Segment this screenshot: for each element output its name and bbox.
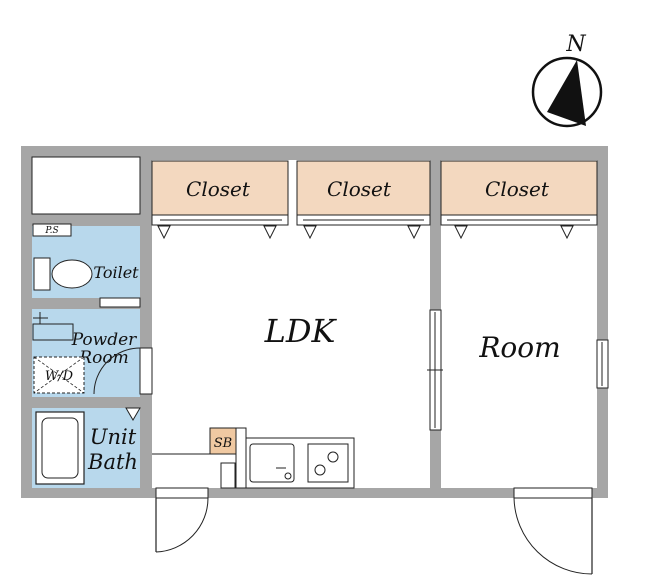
compass-needle-icon [547, 60, 586, 126]
washer-dryer-label: W/D [45, 369, 74, 384]
closet-door-markers [157, 225, 574, 240]
room-label: Room [478, 331, 560, 364]
pipe-space-label: P.S [44, 226, 58, 236]
bathtub-icon [35, 411, 85, 485]
closet-1 [151, 160, 289, 216]
toilet-icon [33, 257, 93, 291]
unit-bath-label-2: Bath [87, 450, 138, 474]
bath-vent-marker [125, 407, 141, 421]
kitchen-counter [245, 437, 355, 489]
shoe-box [209, 427, 237, 455]
powder-room-label-2: Room [78, 348, 128, 368]
refrigerator-space [220, 462, 236, 489]
closet-1-label: Closet [186, 177, 251, 201]
unit-bath-label-1: Unit [90, 425, 137, 449]
north-label: N [565, 32, 586, 57]
pipe-space [32, 223, 72, 237]
compass: N [531, 32, 603, 128]
washer-dryer-icon [33, 356, 85, 394]
powder-room-door-swing [93, 347, 141, 395]
entrance-partition [235, 427, 247, 489]
room-door-swing [513, 497, 593, 575]
closet-3-label: Closet [485, 177, 550, 201]
kitchen-sink-icon [249, 443, 295, 483]
closet-3 [440, 160, 598, 216]
closet-2-label: Closet [327, 177, 392, 201]
room-door-opening [513, 487, 593, 499]
sink-icon [32, 312, 74, 341]
closet-door-tracks [151, 214, 598, 226]
powder-room-label-1: Powder [71, 330, 137, 350]
toilet-label: Toilet [93, 263, 139, 282]
storage-area [31, 156, 141, 215]
entrance-door-opening [155, 487, 209, 499]
entrance-door-swing [155, 497, 209, 553]
ldk-label: LDK [264, 312, 338, 350]
toilet-door-opening [99, 297, 141, 308]
stove-icon [307, 443, 349, 483]
powder-room-door-opening [139, 347, 153, 395]
shoe-box-label: SB [214, 436, 232, 451]
